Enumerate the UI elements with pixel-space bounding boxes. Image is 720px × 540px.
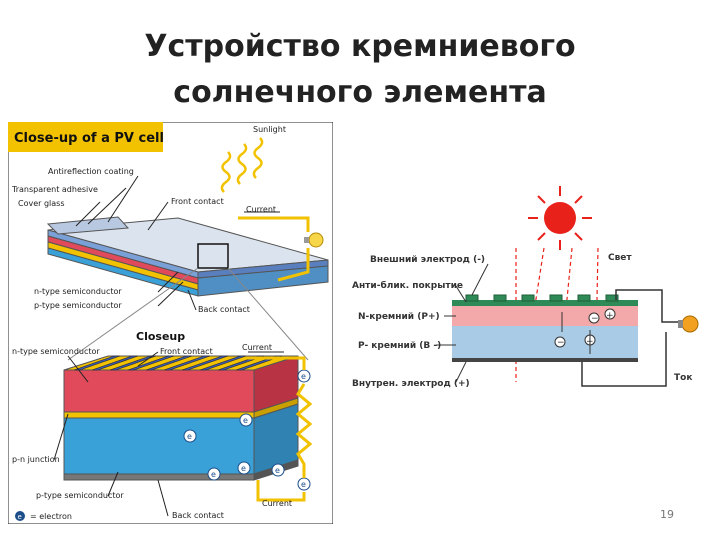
electron-icon: e bbox=[297, 477, 311, 491]
pv-cell-diagram: Close-up of a PV cell Sunlight Antirefle… bbox=[7, 121, 334, 528]
external-circuit bbox=[581, 289, 680, 387]
front-contact-fingers bbox=[73, 355, 283, 371]
svg-text:e: e bbox=[187, 432, 192, 441]
layered-cell-top bbox=[46, 216, 329, 297]
electron-icon: e bbox=[183, 429, 197, 443]
closeup-block bbox=[63, 355, 299, 481]
lightbulb-icon bbox=[304, 232, 324, 248]
top-circuit-wire bbox=[238, 216, 310, 282]
plus-charge: + bbox=[606, 311, 614, 321]
n-type-lower-label: n-type semiconductor bbox=[12, 347, 100, 356]
cover-glass-label: Cover glass bbox=[18, 199, 65, 208]
n-silicon-label: N-кремний (P+) bbox=[358, 312, 440, 322]
minus-charge: − bbox=[557, 338, 565, 348]
antiglare-label: Анти-блик. покрытие bbox=[352, 280, 463, 291]
header-text: Close-up of a PV cell bbox=[14, 131, 164, 146]
electron-icon: e bbox=[239, 413, 253, 427]
current-mid-label: Current bbox=[242, 343, 272, 352]
closeup-connector-right bbox=[227, 267, 309, 361]
closeup-title: Closeup bbox=[136, 330, 185, 343]
charge-arrows bbox=[561, 312, 591, 354]
minus-charge: − bbox=[591, 314, 599, 324]
electron-icon: e bbox=[237, 461, 251, 475]
inner-electrode-layer bbox=[452, 358, 638, 362]
outer-electrode-label: Внешний электрод (-) bbox=[370, 255, 485, 265]
p-type-lower-label: p-type semiconductor bbox=[36, 491, 124, 500]
closeup-connector-left bbox=[67, 267, 199, 361]
lamp-icon bbox=[678, 315, 699, 333]
back-contact-label: Back contact bbox=[198, 305, 250, 314]
title-line-2: солнечного элемента bbox=[173, 75, 547, 110]
electron-icon: e bbox=[297, 369, 311, 383]
electron-icon: e bbox=[207, 467, 221, 481]
electron-markers: e e e e e e e bbox=[183, 369, 311, 491]
pn-junction-label: p-n junction bbox=[12, 455, 60, 464]
antireflection-label: Antireflection coating bbox=[48, 167, 134, 176]
closeup-leader-lines bbox=[53, 351, 169, 517]
antiglare-layer bbox=[452, 300, 638, 306]
slide-title: Устройство кремниевого солнечного элемен… bbox=[0, 24, 720, 116]
sun-icon bbox=[528, 186, 592, 250]
front-contact-lower-label: Front contact bbox=[160, 347, 213, 356]
svg-text:e: e bbox=[301, 480, 306, 489]
adhesive-label: Transparent adhesive bbox=[11, 185, 98, 194]
right-leader-lines bbox=[436, 263, 489, 383]
p-silicon-label: P- кремний (B -) bbox=[358, 341, 441, 351]
closeup-box bbox=[197, 243, 229, 269]
pv-cell-svg: Close-up of a PV cell Sunlight Antirefle… bbox=[7, 121, 334, 525]
sunlight-rays-icon bbox=[220, 137, 264, 193]
svg-text:e: e bbox=[301, 372, 306, 381]
current-label: Ток bbox=[674, 373, 692, 383]
electron-legend-text: = electron bbox=[30, 512, 72, 521]
svg-text:e: e bbox=[241, 464, 246, 473]
electron-legend-icon: e bbox=[15, 511, 25, 521]
current-top-label: Current bbox=[246, 205, 276, 214]
p-type-label: p-type semiconductor bbox=[34, 301, 122, 310]
back-contact-lower-label: Back contact bbox=[172, 511, 224, 520]
header-bar bbox=[8, 122, 163, 152]
current-bottom-label: Current bbox=[262, 499, 292, 508]
title-line-1: Устройство кремниевого bbox=[144, 29, 576, 64]
p-silicon-layer bbox=[452, 326, 638, 358]
svg-text:e: e bbox=[243, 416, 248, 425]
electron-icon: e bbox=[271, 463, 285, 477]
svg-text:e: e bbox=[275, 466, 280, 475]
closeup-circuit-wire bbox=[246, 356, 313, 502]
sunlight-label: Sunlight bbox=[253, 125, 286, 134]
page-number: 19 bbox=[660, 508, 674, 521]
inner-electrode-label: Внутрен. электрод (+) bbox=[352, 379, 470, 389]
svg-text:e: e bbox=[18, 513, 22, 521]
silicon-cell-diagram: Внешний электрод (-) Свет Анти-блик. пок… bbox=[346, 182, 716, 406]
front-contact-label: Front contact bbox=[171, 197, 224, 206]
light-label: Свет bbox=[608, 253, 632, 263]
top-leader-lines bbox=[75, 175, 197, 311]
n-type-label: n-type semiconductor bbox=[34, 287, 122, 296]
silicon-cell-svg: Внешний электрод (-) Свет Анти-блик. пок… bbox=[352, 186, 699, 389]
svg-text:e: e bbox=[211, 470, 216, 479]
